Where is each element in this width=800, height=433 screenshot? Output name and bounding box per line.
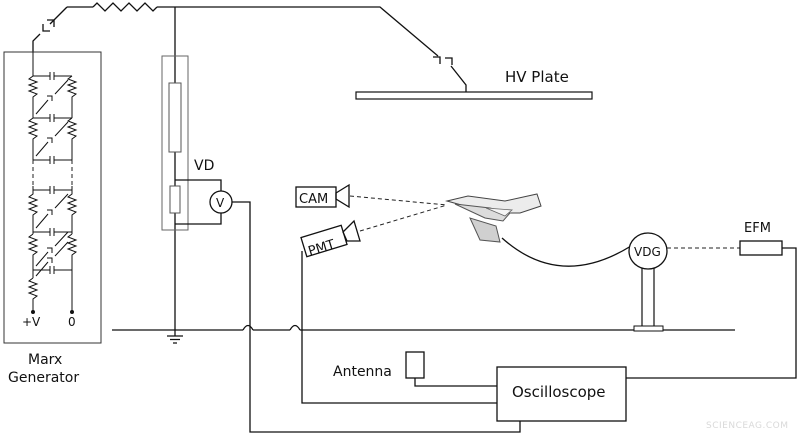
vdg-sphere — [628, 232, 668, 270]
marx-plus-v-label: +V — [22, 315, 41, 329]
hv-plate-label: HV Plate — [505, 68, 569, 86]
vdg-base — [633, 325, 664, 332]
wire-crossover-hump — [289, 324, 301, 331]
vd-label: VD — [194, 158, 214, 174]
efm-oscilloscope-wire — [626, 247, 797, 379]
airplane-model-icon — [445, 193, 542, 243]
watermark-text: SCIENCEAG.COM — [706, 421, 789, 431]
efm-label: EFM — [744, 221, 771, 236]
cam-label: CAM — [299, 192, 328, 207]
marx-generator-box — [3, 51, 102, 344]
marx-zero-label: 0 — [68, 315, 76, 329]
pmt-icon — [300, 219, 361, 258]
vdg-label: VDG — [634, 245, 661, 259]
pmt-sight-line — [359, 204, 448, 232]
wire-crossover-hump — [242, 324, 254, 331]
top-resistor — [92, 2, 158, 12]
efm-box — [739, 240, 783, 256]
oscilloscope-label: Oscilloscope — [512, 383, 606, 401]
antenna-box — [405, 351, 425, 379]
antenna-label: Antenna — [333, 364, 392, 380]
voltmeter-wires — [175, 179, 222, 225]
pmt-oscilloscope-wire — [301, 251, 497, 404]
marx-generator-label-1: Marx — [28, 352, 62, 368]
vdg-column — [641, 268, 655, 326]
cam-sight-line — [349, 195, 448, 206]
marx-generator-label-2: Generator — [8, 370, 79, 386]
vdg-column-fill — [644, 268, 652, 326]
oscilloscope-box — [496, 366, 627, 422]
vd-oscilloscope-wire — [232, 201, 521, 433]
marx-generator-circuit — [27, 52, 78, 314]
voltage-divider-box — [161, 55, 189, 231]
vd-resistor-high — [168, 82, 182, 153]
top-wire — [67, 6, 439, 57]
voltmeter-label: V — [216, 196, 225, 210]
hv-spark-gap — [433, 56, 467, 92]
hv-plate — [355, 91, 593, 100]
marx-spark-gap — [32, 6, 68, 52]
antenna-oscilloscope-wire — [414, 378, 497, 387]
ground-symbol — [167, 320, 183, 344]
airplane-vdg-wire — [501, 237, 632, 267]
camera-icon — [295, 183, 350, 209]
vd-resistor-low — [169, 185, 181, 214]
